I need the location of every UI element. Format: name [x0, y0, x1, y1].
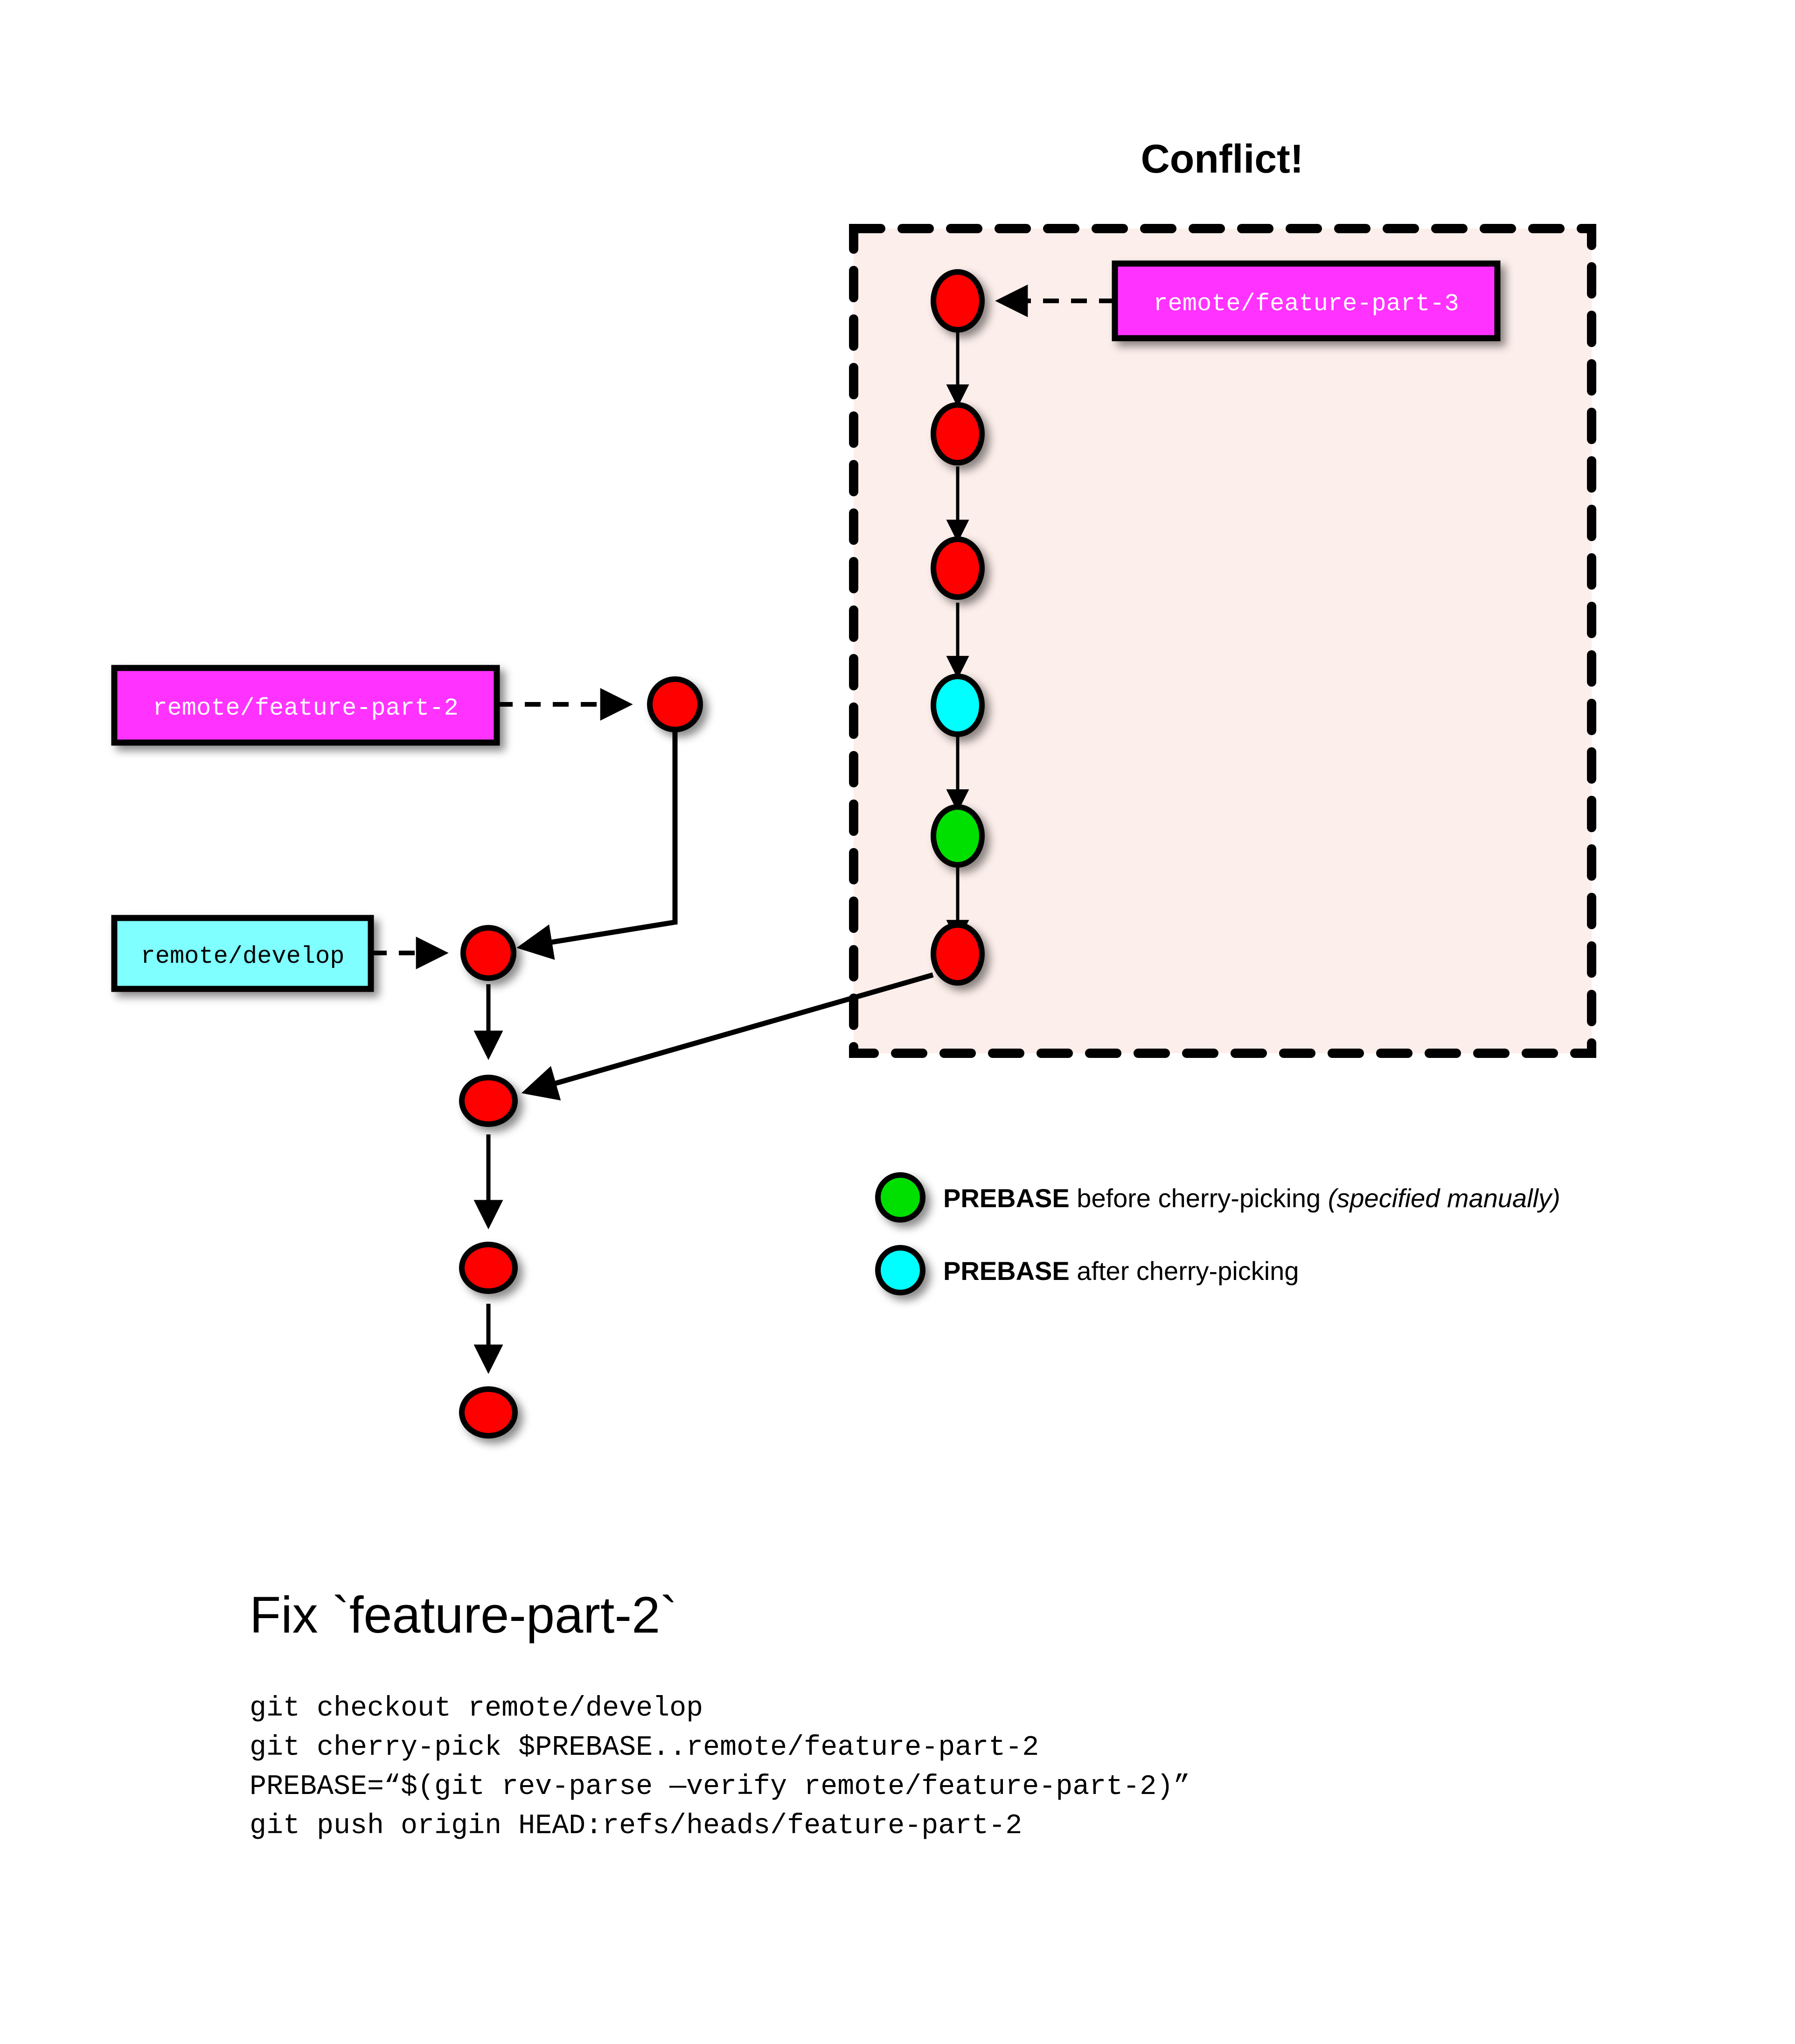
legend-swatch-prebase-before: [875, 1172, 925, 1223]
ref-box-feature-part-3[interactable]: remote/feature-part-3: [1112, 260, 1501, 341]
commit-node[interactable]: [459, 1075, 518, 1127]
conflict-branch-nodes: [931, 269, 985, 986]
legend-swatch-prebase-after: [875, 1245, 925, 1295]
prebase-before-node[interactable]: [931, 804, 985, 868]
edge-fp2-to-develop: [516, 721, 678, 960]
commit-node[interactable]: [931, 402, 985, 466]
legend-italic-text: (specified manually): [1328, 1183, 1560, 1213]
code-line: git checkout remote/develop: [250, 1693, 703, 1724]
legend-row-prebase-after: PREBASE after cherry-picking: [943, 1256, 1299, 1286]
code-line: git cherry-pick $PREBASE..remote/feature…: [250, 1732, 1039, 1764]
ref-box-feature-part-2[interactable]: remote/feature-part-2: [111, 665, 500, 746]
conflict-region: [849, 224, 1596, 1058]
ref-label-feature-part-2: remote/feature-part-2: [153, 695, 458, 722]
commit-node[interactable]: [931, 922, 985, 986]
commit-node[interactable]: [459, 1386, 518, 1439]
legend-bold-prebase: PREBASE: [943, 1183, 1070, 1213]
commit-node[interactable]: [931, 536, 985, 600]
legend: PREBASE before cherry-picking (specified…: [875, 1172, 1560, 1295]
conflict-title: Conflict!: [1141, 137, 1304, 181]
feature-part-2-commit-node[interactable]: [647, 676, 703, 732]
ref-label-develop: remote/develop: [141, 943, 345, 970]
legend-row-prebase-before: PREBASE before cherry-picking (specified…: [943, 1183, 1560, 1213]
legend-bold-prebase: PREBASE: [943, 1256, 1070, 1286]
section-heading: Fix `feature-part-2`: [250, 1586, 677, 1644]
prebase-after-node[interactable]: [931, 674, 985, 737]
code-block: git checkout remote/develop git cherry-p…: [250, 1693, 1190, 1842]
develop-head-node[interactable]: [460, 925, 516, 981]
commit-node[interactable]: [459, 1242, 518, 1294]
code-line: PREBASE=“$(git rev-parse —verify remote/…: [250, 1771, 1190, 1803]
commit-node[interactable]: [931, 269, 985, 333]
edge-conflict-to-develop-merge: [521, 972, 934, 1101]
code-line: git push origin HEAD:refs/heads/feature-…: [250, 1810, 1022, 1842]
legend-normal-text: before cherry-picking: [1070, 1183, 1328, 1213]
legend-normal-text: after cherry-picking: [1070, 1256, 1299, 1286]
develop-chain-nodes: [459, 925, 518, 1439]
ref-box-develop[interactable]: remote/develop: [111, 915, 374, 992]
ref-label-feature-part-3: remote/feature-part-3: [1153, 290, 1459, 318]
